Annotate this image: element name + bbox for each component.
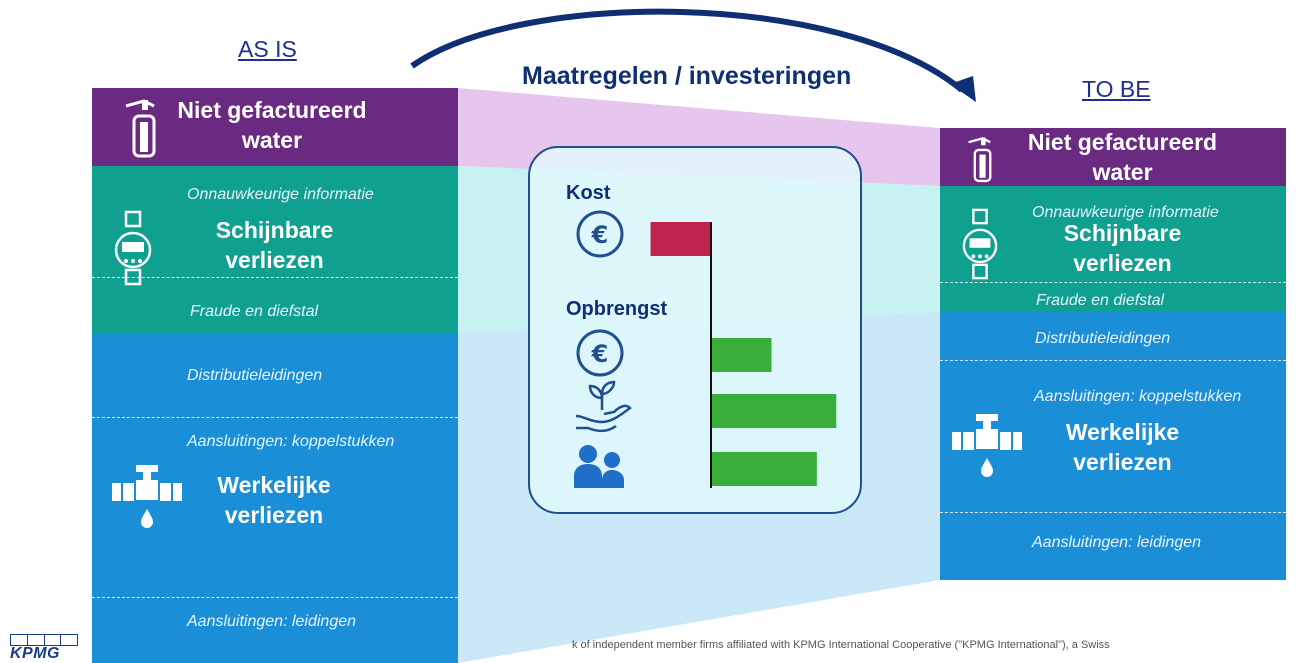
to-be-couplings: Aansluitingen: koppelstukken — [1034, 388, 1242, 405]
to-be-real-label: Werkelijke verliezen — [1065, 419, 1180, 475]
arrow-curve — [410, 8, 964, 93]
as-is-distribution: Distributieleidingen — [187, 367, 323, 384]
water-meter-icon — [114, 210, 152, 286]
as-is-couplings: Aansluitingen: koppelstukken — [187, 433, 395, 450]
arrow-head — [950, 76, 976, 102]
as-is-real-divider-2 — [92, 597, 458, 598]
svg-text:€: € — [591, 340, 609, 368]
fire-extinguisher-icon — [125, 99, 156, 158]
as-is-nrw-band: Niet gefactureerd water — [92, 88, 458, 166]
cost-bar — [650, 222, 711, 256]
water-meter-icon — [962, 208, 998, 280]
as-is-real-band: Distributieleidingen Aansluitingen: kopp… — [92, 333, 458, 663]
as-is-apparent-divider — [92, 277, 458, 278]
kpmg-logo-text: KPMG — [10, 645, 60, 662]
as-is-header: AS IS — [238, 36, 297, 62]
plant-hand-icon — [575, 380, 632, 432]
to-be-service-pipes: Aansluitingen: leidingen — [1032, 534, 1202, 551]
investment-chart: € € — [574, 210, 837, 488]
cost-label: Kost — [566, 182, 611, 204]
to-be-header: TO BE — [1082, 76, 1151, 102]
as-is-fraud: Fraude en diefstal — [190, 303, 319, 320]
to-be-distribution: Distributieleidingen — [1035, 330, 1171, 347]
to-be-real-band: Distributieleidingen Aansluitingen: kopp… — [940, 312, 1286, 580]
kpmg-logo: KPMG — [10, 634, 78, 663]
as-is-real-divider-1 — [92, 417, 458, 418]
to-be-apparent-band: Onnauwkeurige informatie Schijnbare verl… — [940, 186, 1286, 312]
page-title: Maatregelen / investeringen — [522, 62, 852, 90]
as-is-apparent-band: Onnauwkeurige informatie Schijnbare verl… — [92, 166, 458, 333]
to-be-nrw-band: Niet gefactureerd water — [940, 128, 1286, 186]
to-be-fraud: Fraude en diefstal — [1036, 292, 1165, 309]
to-be-inaccurate-info: Onnauwkeurige informatie — [1032, 204, 1219, 221]
to-be-column: Niet gefactureerd water Onnauwkeurige in… — [940, 128, 1286, 580]
to-be-real-divider-2 — [940, 512, 1286, 513]
to-be-apparent-divider — [940, 282, 1286, 283]
as-is-nrw-label: Niet gefactureerd water — [177, 97, 367, 153]
euro-icon: € — [576, 210, 624, 258]
footer-disclaimer: k of independent member firms affiliated… — [572, 639, 1110, 651]
to-be-apparent-label: Schijnbare verliezen — [1063, 220, 1182, 276]
revenue-label: Opbrengst — [566, 298, 668, 320]
revenue-bar-2 — [711, 394, 837, 428]
to-be-nrw-label: Niet gefactureerd water — [1027, 129, 1218, 185]
revenue-bar-3 — [711, 452, 817, 486]
kpmg-logo-boxes — [10, 634, 78, 646]
to-be-real-divider-1 — [940, 360, 1286, 361]
pipe-leak-icon — [112, 465, 182, 528]
as-is-real-label: Werkelijke verliezen — [217, 472, 331, 528]
as-is-inaccurate-info: Onnauwkeurige informatie — [187, 186, 374, 203]
as-is-service-pipes: Aansluitingen: leidingen — [187, 613, 357, 630]
people-icon — [574, 445, 624, 488]
as-is-apparent-label: Schijnbare verliezen — [215, 217, 334, 273]
as-is-column: Niet gefactureerd water Onnauwkeurige in… — [92, 88, 458, 663]
svg-text:€: € — [591, 221, 609, 249]
euro-icon: € — [576, 329, 624, 377]
fire-extinguisher-icon — [968, 137, 992, 183]
revenue-bar-1 — [711, 338, 772, 372]
pipe-leak-icon — [952, 414, 1022, 477]
